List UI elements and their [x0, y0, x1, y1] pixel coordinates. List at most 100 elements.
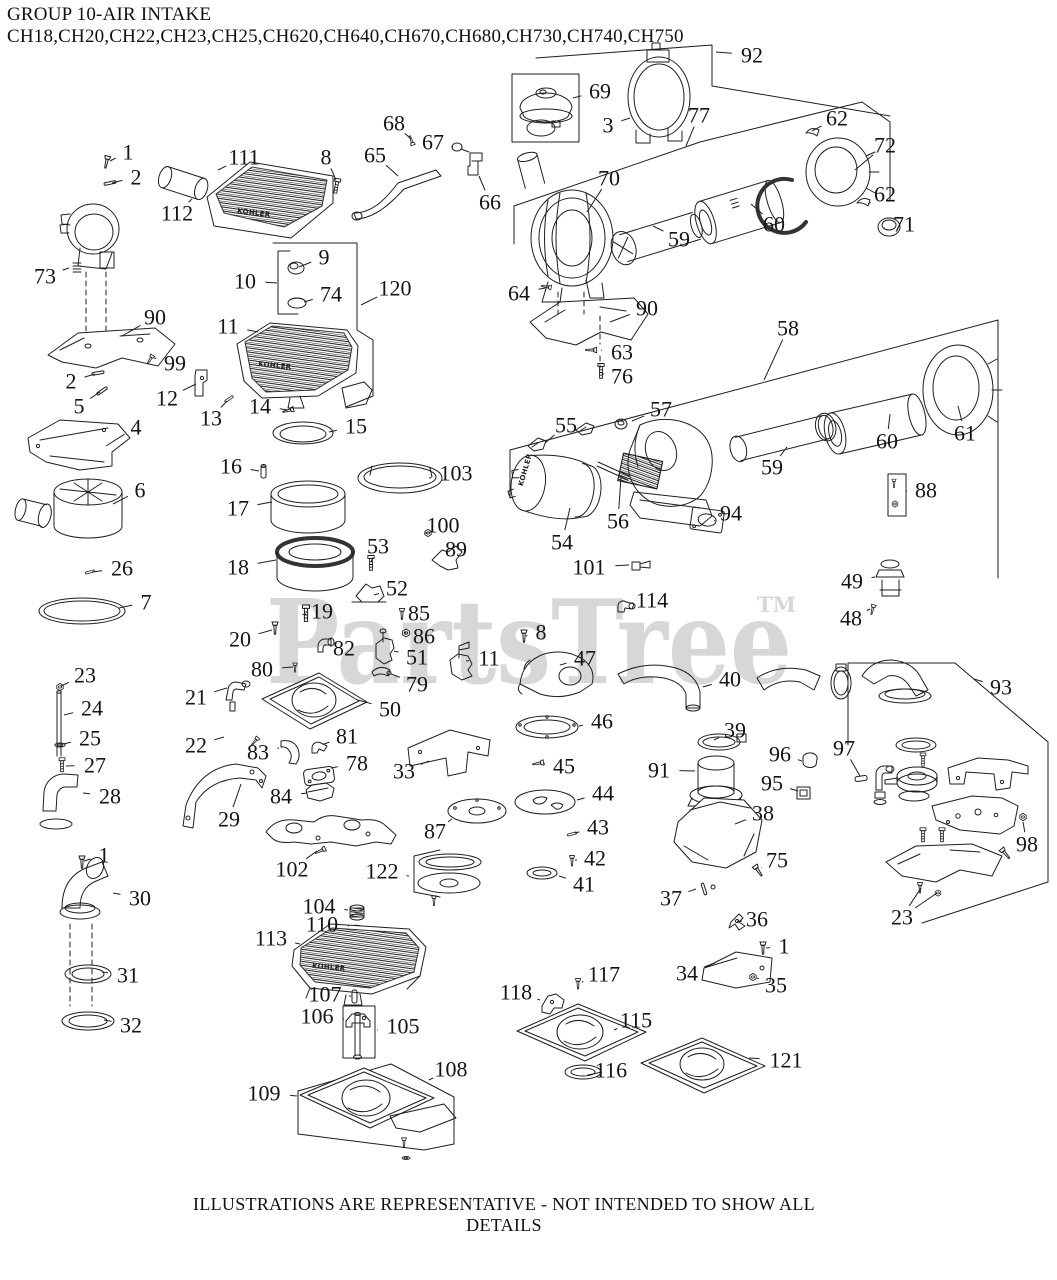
- callout-label-38: 38: [752, 801, 774, 826]
- callout-label-8: 8: [321, 145, 332, 170]
- leader-line: [91, 570, 103, 573]
- callout-label-95: 95: [761, 771, 783, 796]
- leader-line: [586, 188, 603, 213]
- callout-label-54: 54: [551, 530, 573, 555]
- leader-line: [265, 281, 278, 284]
- heat-deflector-left: [47, 327, 234, 404]
- callout-label-68: 68: [383, 111, 405, 136]
- callout-label-17: 17: [227, 496, 249, 521]
- callout-label-101: 101: [573, 555, 606, 580]
- callout-label-90: 90: [636, 296, 658, 321]
- leader-line: [737, 920, 743, 923]
- callout-label-43: 43: [587, 815, 609, 840]
- callout-label-62: 62: [826, 106, 848, 131]
- base-plate-50-cluster: [225, 604, 473, 802]
- leader-line: [447, 818, 453, 823]
- leader-line: [613, 1028, 618, 1031]
- callout-label-45: 45: [553, 754, 575, 779]
- callout-label-24: 24: [81, 696, 103, 721]
- leader-line: [704, 962, 716, 968]
- leader-line: [257, 501, 273, 506]
- leader-line: [428, 1077, 434, 1081]
- leader-line: [250, 469, 260, 472]
- leader-line: [789, 788, 799, 792]
- leader-line: [538, 287, 546, 290]
- callout-label-14: 14: [249, 394, 271, 419]
- leader-line: [756, 977, 759, 980]
- callout-label-51: 51: [406, 645, 428, 670]
- leader-line: [101, 971, 109, 974]
- leader-line: [328, 429, 338, 433]
- air-cleaner-cover-top: KOHLER: [101, 134, 483, 239]
- callout-label-21: 21: [185, 685, 207, 710]
- leader-line: [908, 887, 922, 907]
- callout-label-61: 61: [954, 421, 976, 446]
- callout-label-60: 60: [763, 212, 785, 237]
- svg-text:KOHLER: KOHLER: [258, 360, 292, 371]
- callout-label-78: 78: [346, 751, 368, 776]
- leader-line: [478, 175, 486, 191]
- leader-line: [915, 892, 938, 909]
- callout-label-34: 34: [676, 961, 698, 986]
- callout-label-83: 83: [247, 740, 269, 765]
- leader-line: [257, 559, 277, 564]
- callout-label-108: 108: [435, 1057, 468, 1082]
- callout-label-90: 90: [144, 305, 166, 330]
- callout-label-100: 100: [427, 513, 460, 538]
- leader-line: [282, 666, 294, 669]
- air-cleaner-cover-113: KOHLER: [291, 904, 427, 1060]
- leader-line: [63, 712, 74, 716]
- callout-label-48: 48: [840, 606, 862, 631]
- leader-line: [750, 203, 763, 215]
- callout-label-71: 71: [893, 212, 915, 237]
- callout-label-82: 82: [333, 636, 355, 661]
- group-outlines: [272, 44, 1049, 1151]
- leader-line: [214, 687, 228, 693]
- callout-label-89: 89: [445, 537, 467, 562]
- callout-label-55: 55: [555, 413, 577, 438]
- callout-label-37: 37: [660, 886, 682, 911]
- footer-note: ILLUSTRATIONS ARE REPRESENTATIVE - NOT I…: [193, 1194, 815, 1235]
- callout-label-47: 47: [574, 646, 596, 671]
- callout-label-60: 60: [876, 429, 898, 454]
- callout-label-5: 5: [74, 394, 85, 419]
- precleaner-cap-69: [519, 87, 573, 137]
- leader-line: [62, 741, 72, 745]
- callout-label-66: 66: [479, 190, 501, 215]
- callout-label-88: 88: [915, 478, 937, 503]
- callout-label-13: 13: [200, 406, 222, 431]
- leader-line: [652, 225, 664, 232]
- watermark-tm: TM: [757, 592, 796, 617]
- callout-label-116: 116: [595, 1058, 627, 1083]
- leader-line: [811, 125, 822, 132]
- callout-label-59: 59: [761, 455, 783, 480]
- leader-line: [631, 415, 645, 422]
- leader-line: [390, 673, 401, 678]
- intake-ring-and-spring: [59, 203, 120, 273]
- callout-label-110: 110: [306, 912, 338, 937]
- callout-label-65: 65: [364, 143, 386, 168]
- callout-label-53: 53: [367, 534, 389, 559]
- leader-line: [957, 405, 963, 422]
- callout-label-58: 58: [777, 316, 799, 341]
- leader-line: [305, 850, 318, 860]
- leader-line: [188, 198, 193, 203]
- callout-label-15: 15: [345, 414, 367, 439]
- leader-line: [112, 892, 121, 895]
- leader-line: [109, 157, 117, 162]
- callout-label-106: 106: [301, 1004, 334, 1029]
- leader-line: [887, 413, 891, 430]
- leader-line: [112, 495, 129, 505]
- callout-label-92: 92: [741, 43, 763, 68]
- callout-label-10: 10: [234, 269, 256, 294]
- callout-label-44: 44: [592, 781, 614, 806]
- callout-label-2: 2: [131, 165, 142, 190]
- leader-line: [153, 357, 157, 359]
- bracket-29-manifold: [182, 763, 397, 857]
- callout-label-4: 4: [131, 415, 142, 440]
- callout-label-25: 25: [79, 726, 101, 751]
- leader-line: [574, 831, 580, 834]
- callout-label-67: 67: [422, 130, 444, 155]
